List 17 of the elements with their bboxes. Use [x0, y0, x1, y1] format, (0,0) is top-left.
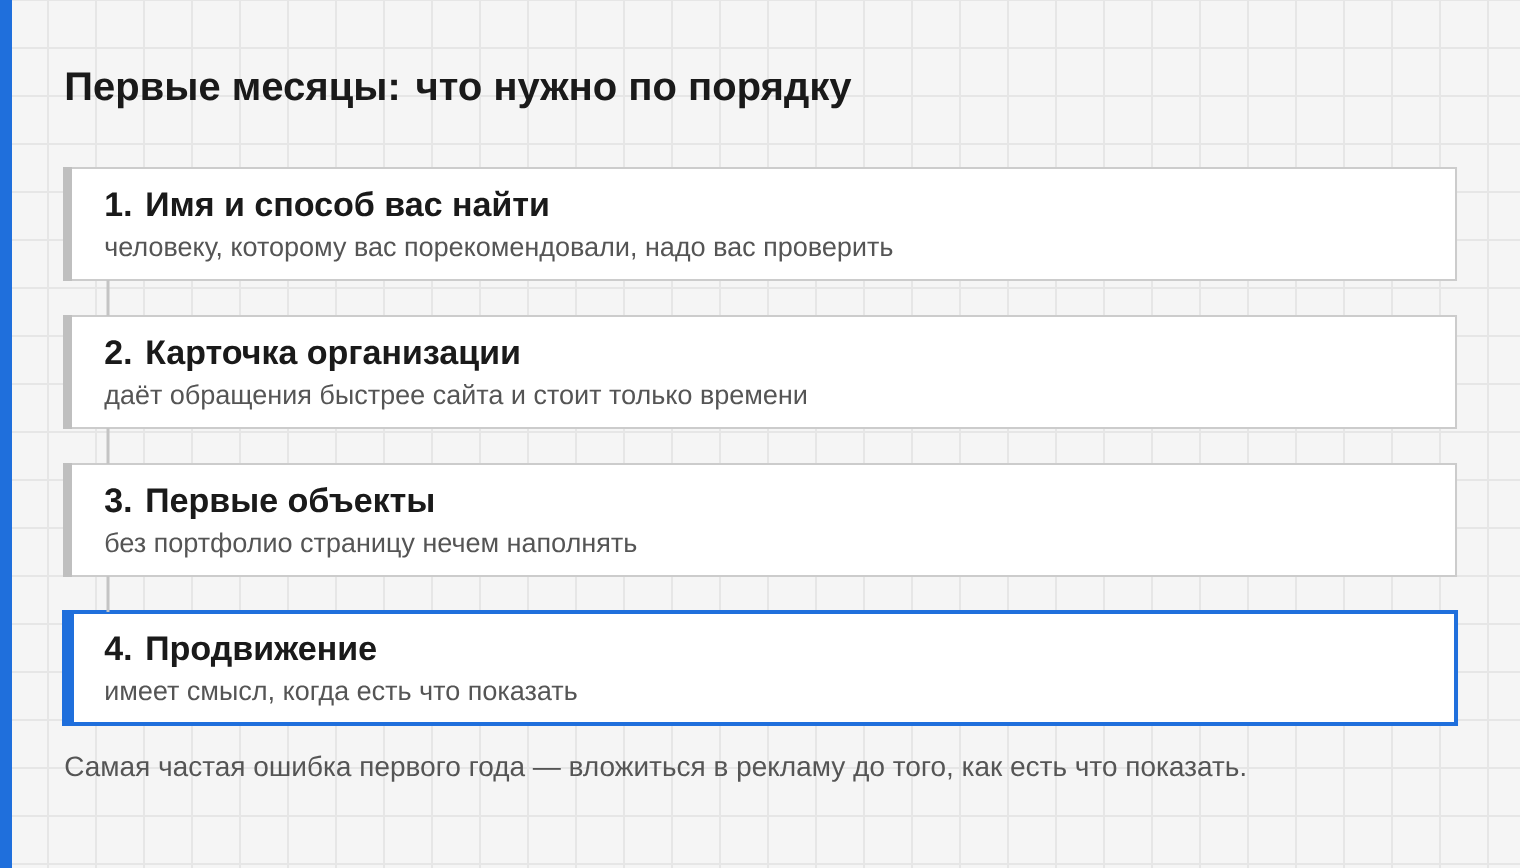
connector-line [106, 280, 110, 316]
step-box [63, 315, 1457, 429]
caption: Самая частая ошибка первого года — вложиться в рекламу до того, как есть что показать. [65, 755, 1245, 782]
title: Первые месяцы: что нужно по порядку [66, 72, 852, 109]
step-description: даёт обращения быстрее сайта и стоит только времени [104, 383, 806, 410]
step-box [62, 610, 1458, 726]
step-box [63, 167, 1457, 281]
step-title: 4. Продвижение [104, 636, 376, 668]
connector-line [106, 576, 110, 612]
step-title: 1. Имя и способ вас найти [106, 190, 548, 217]
step-title: 3. Первые объекты [105, 487, 433, 520]
step-description: человеку, которому вас порекомендовали, надо вас проверить [105, 241, 893, 262]
connector-line [106, 428, 110, 464]
step-box [63, 463, 1457, 577]
step-description: имеет смысл, когда есть что показать [106, 685, 577, 706]
step-title: 2. Карточка организации [105, 340, 519, 372]
step-description: без портфолио страницу нечем наполнять [105, 532, 637, 558]
